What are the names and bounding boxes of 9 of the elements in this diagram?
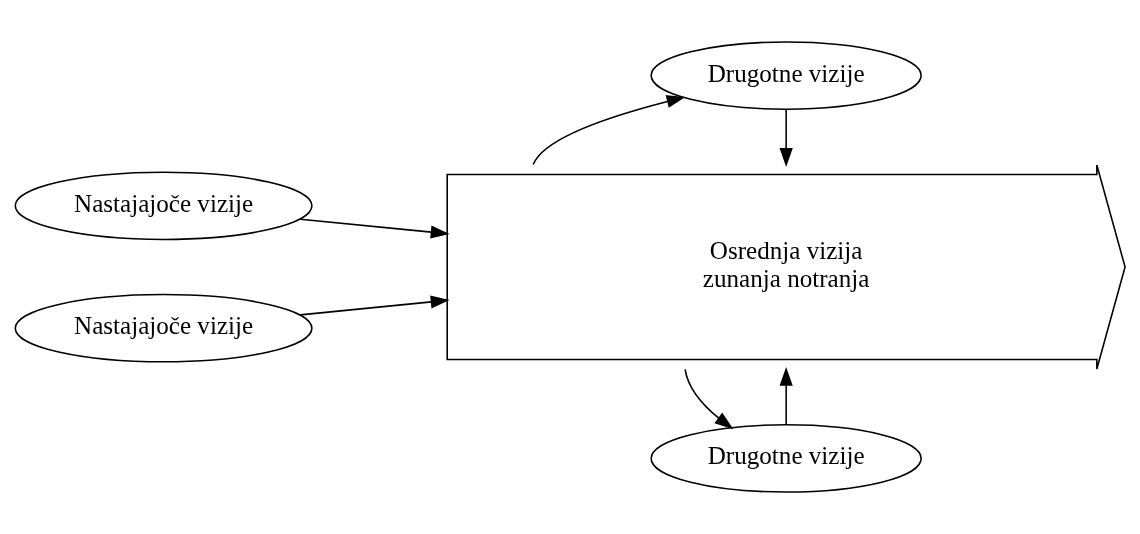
arrow: [684, 368, 734, 430]
arrow: [779, 108, 793, 167]
arrow: [299, 218, 450, 239]
arrow: [299, 295, 450, 316]
node-ellipse: Nastajajoče vizije: [14, 171, 313, 241]
arrow: [532, 95, 686, 166]
node-ellipse: Nastajajoče vizije: [14, 293, 313, 363]
arrow: [779, 366, 793, 426]
node-ellipse: Drugotne vizije: [650, 424, 922, 493]
